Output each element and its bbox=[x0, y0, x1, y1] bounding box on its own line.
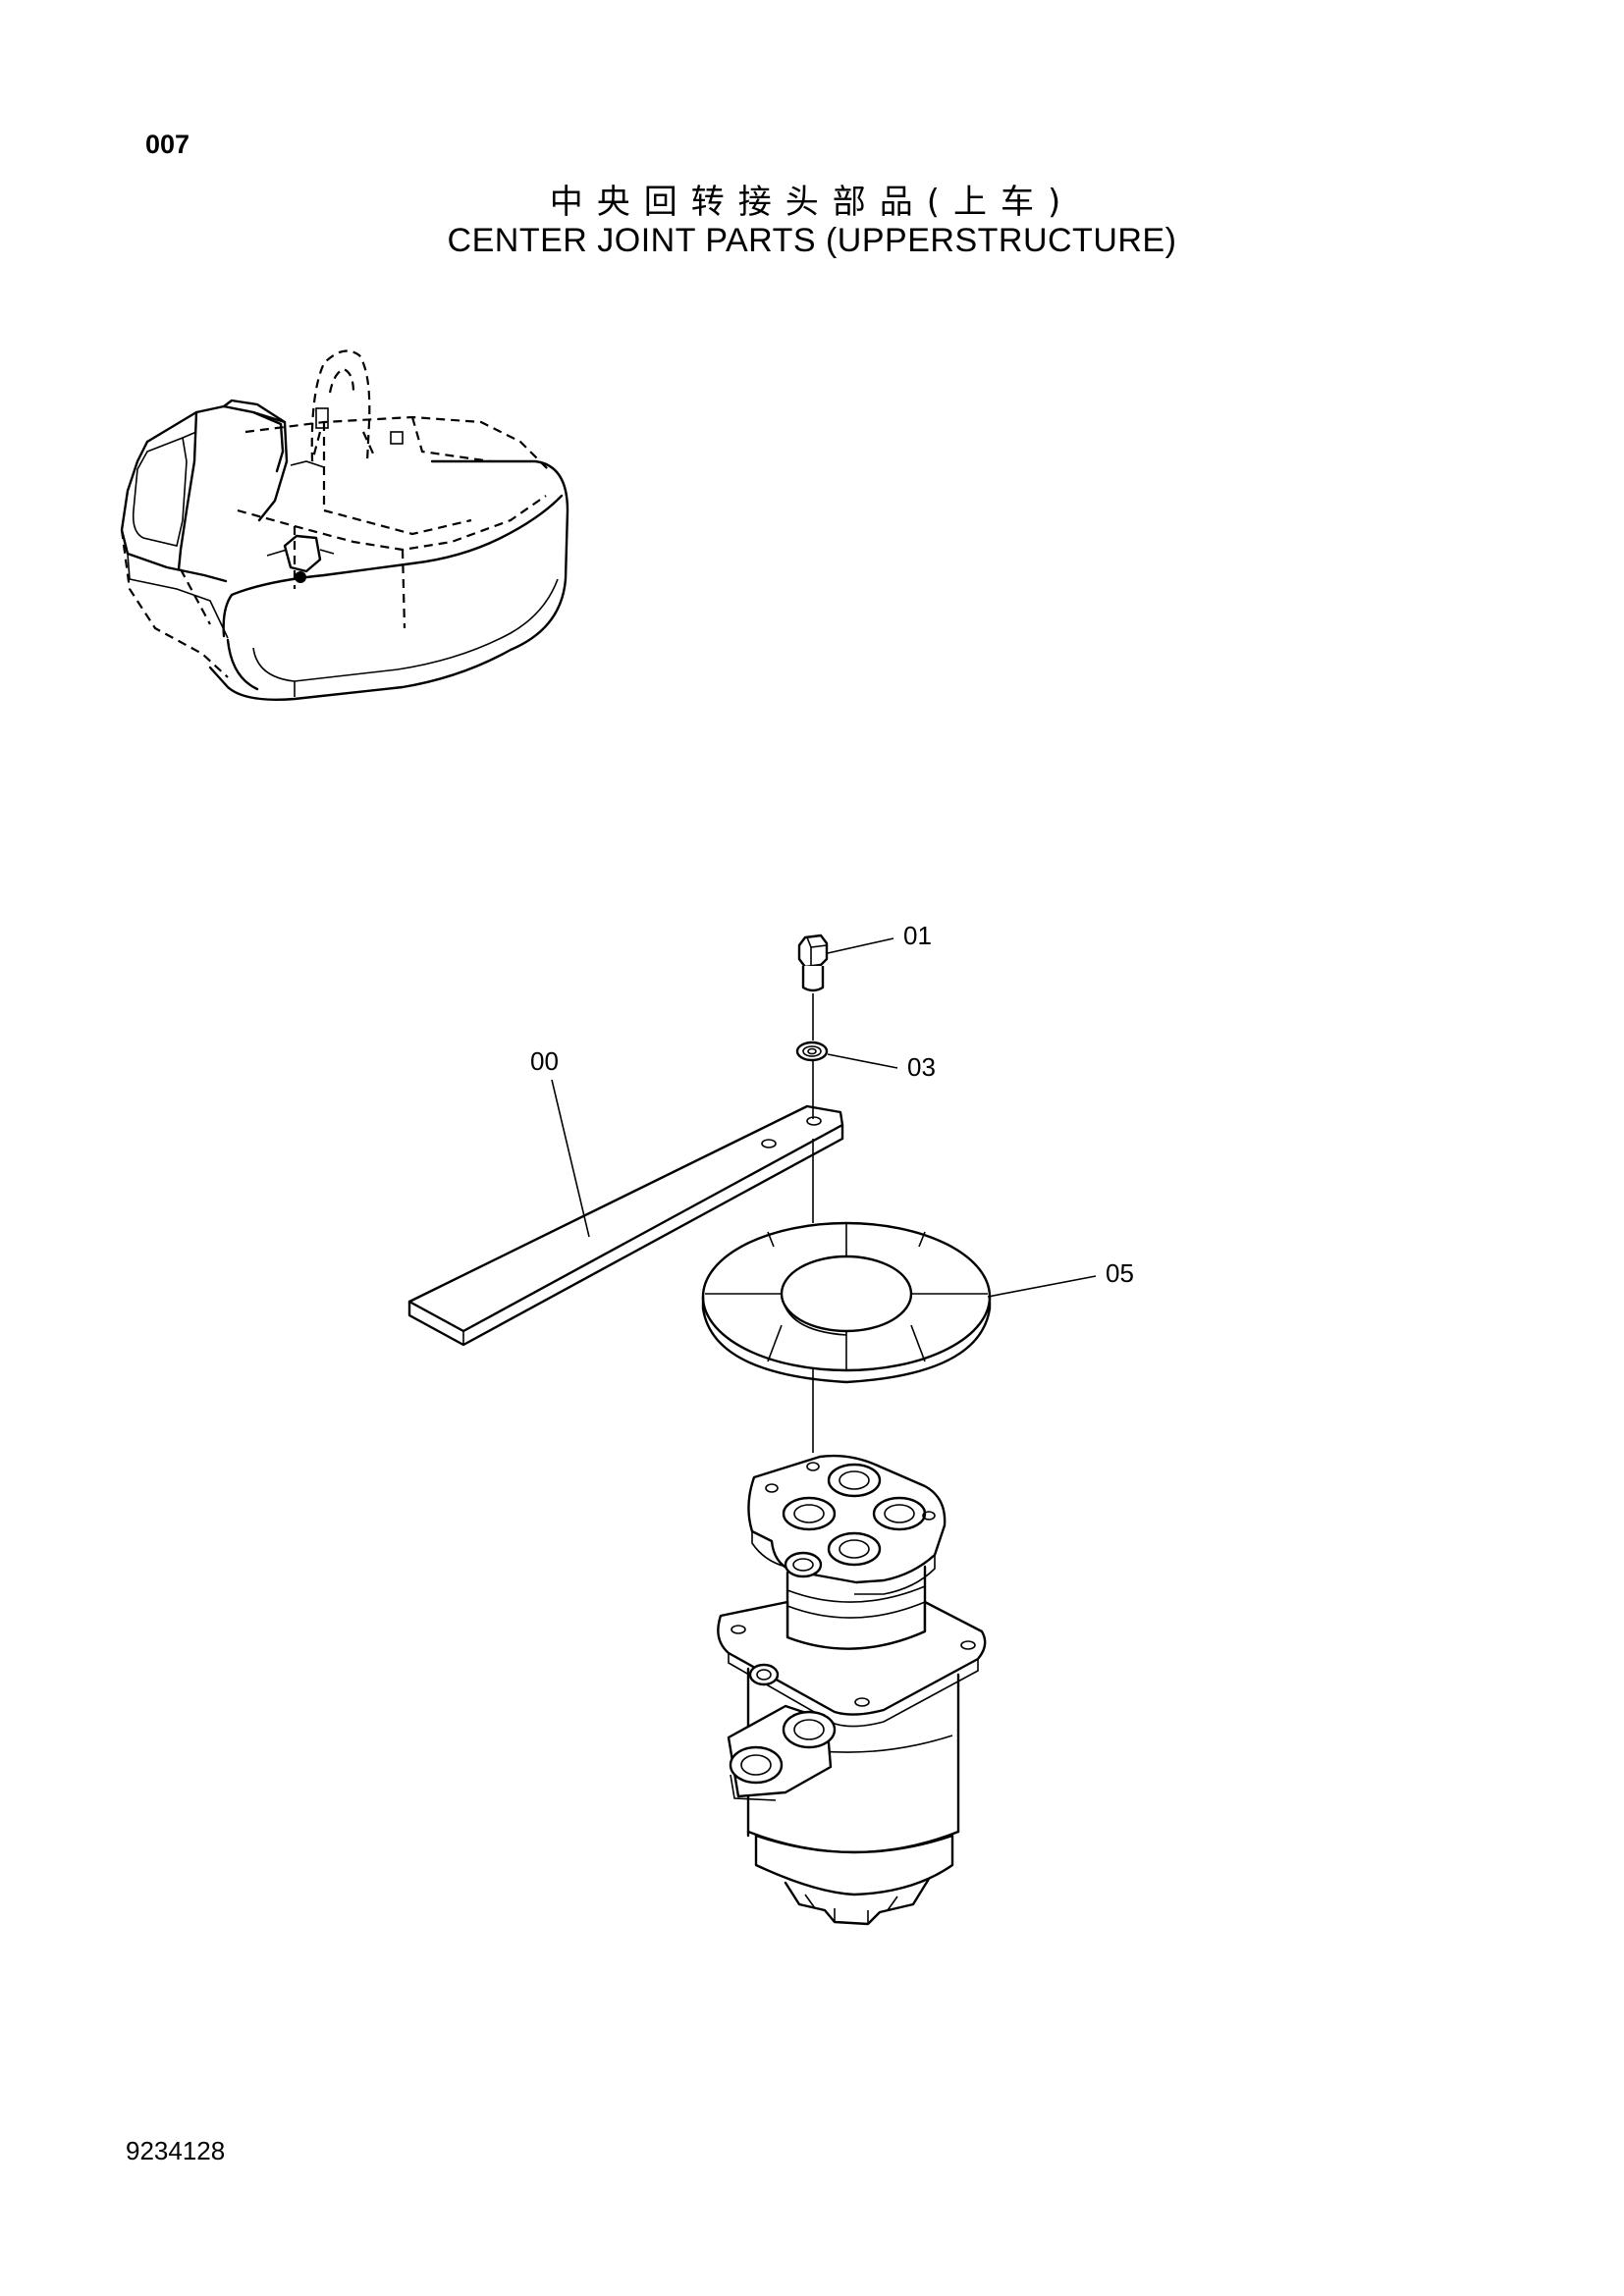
callout-00: 00 bbox=[530, 1046, 559, 1076]
title-chinese: 中央回转接头部品(上车) bbox=[549, 183, 1075, 222]
callout-03: 03 bbox=[907, 1052, 936, 1082]
callout-05: 05 bbox=[1106, 1258, 1134, 1288]
leader-line-03 bbox=[827, 1053, 898, 1069]
leader-line-05 bbox=[987, 1275, 1097, 1298]
bolt-part-01 bbox=[797, 934, 829, 992]
document-number: 9234128 bbox=[126, 2136, 226, 2165]
callout-01: 01 bbox=[903, 921, 932, 950]
leader-line-00 bbox=[551, 1079, 590, 1238]
leader-line-01 bbox=[827, 937, 894, 954]
shim-ring-part-05 bbox=[701, 1221, 992, 1384]
center-joint-body bbox=[717, 1454, 987, 1926]
machine-overview-illustration bbox=[120, 349, 569, 701]
page-number: 007 bbox=[145, 130, 190, 159]
plate-part-00 bbox=[407, 1104, 844, 1347]
title-english: CENTER JOINT PARTS (UPPERSTRUCTURE) bbox=[447, 222, 1177, 259]
washer-part-03 bbox=[795, 1041, 829, 1062]
